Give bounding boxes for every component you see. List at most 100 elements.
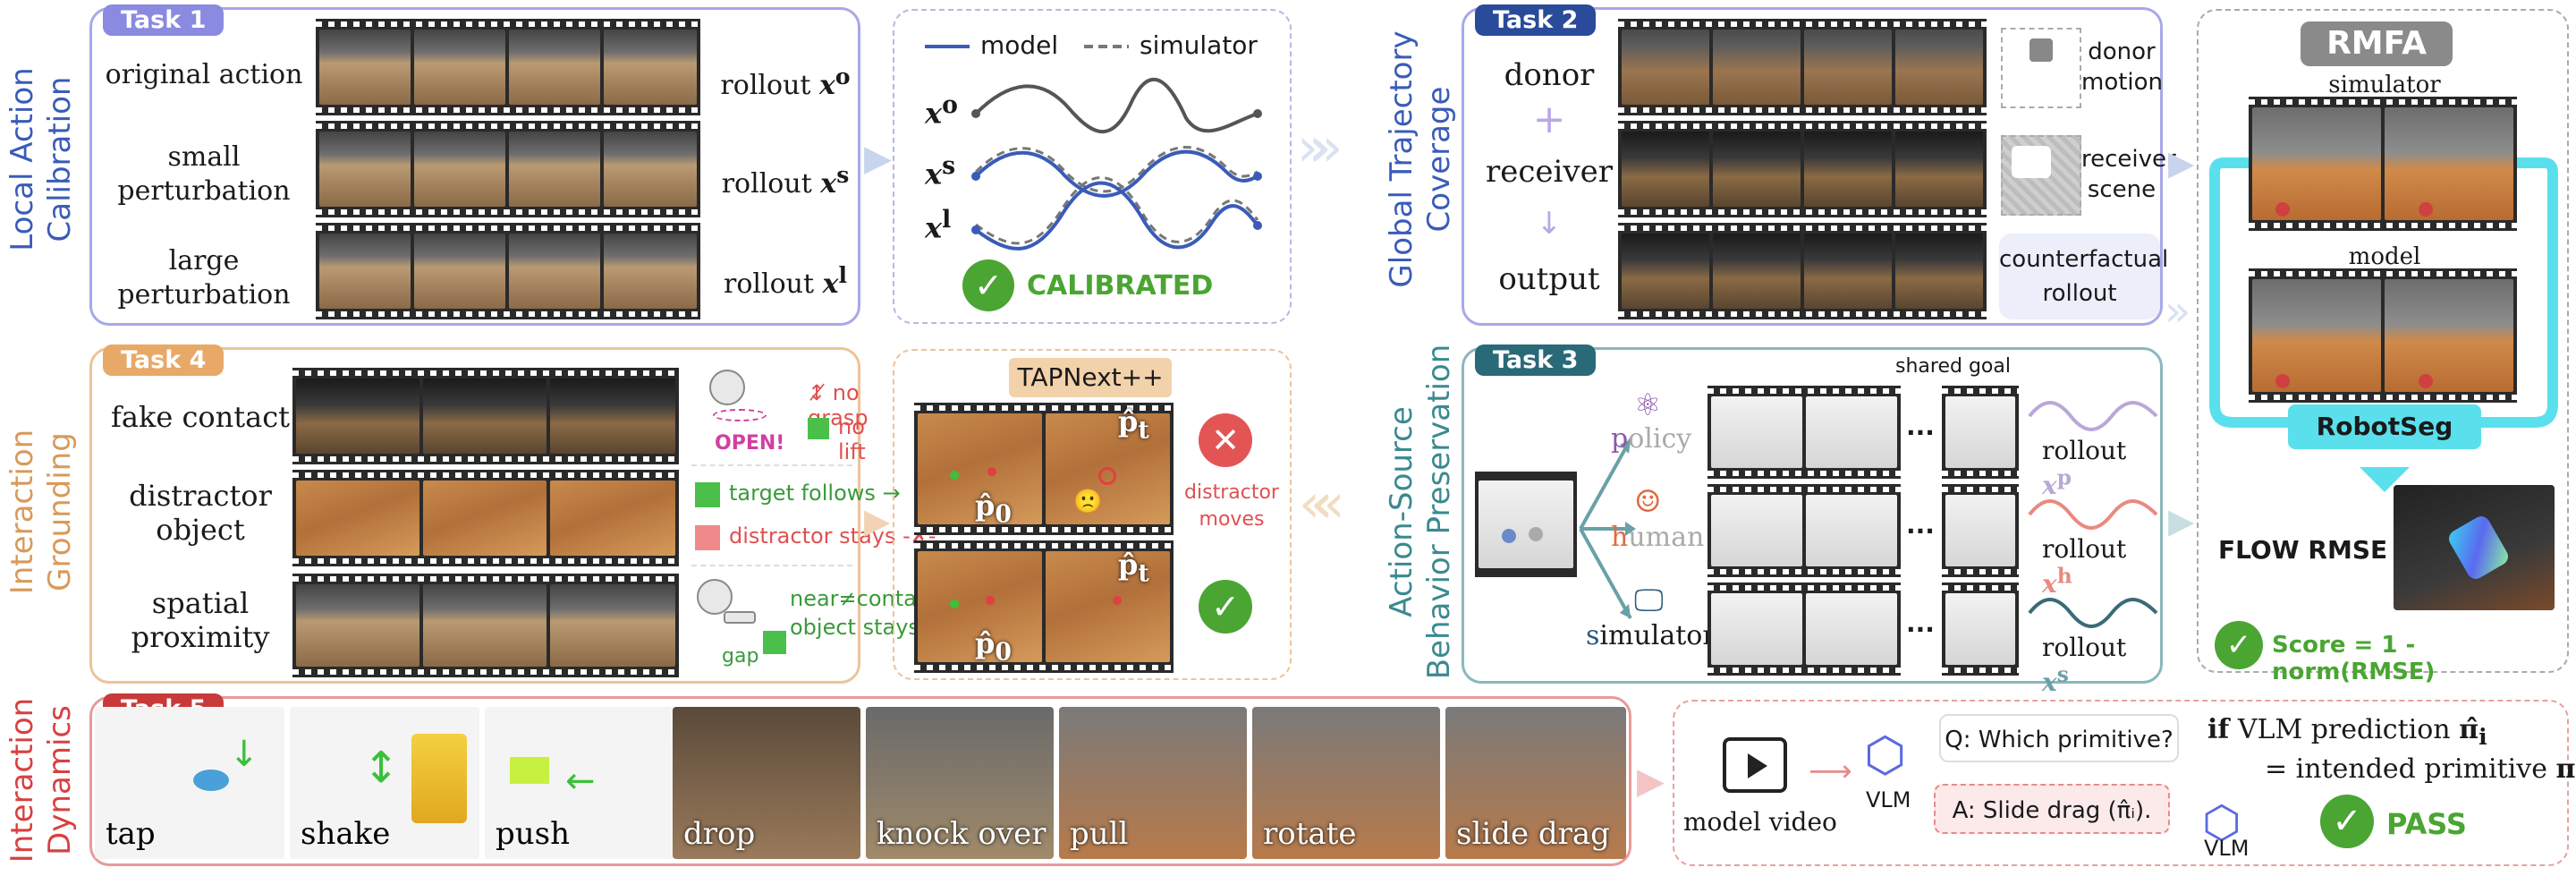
- arrow-video-to-vlm: ⟶: [1809, 753, 1852, 789]
- task4-open-label: OPEN!: [715, 432, 785, 455]
- task4-film-fake: [292, 368, 679, 464]
- task3-rollout-h: rollout xh: [2042, 534, 2127, 600]
- task5-label-shake: shake: [301, 816, 391, 852]
- target-follows-arrow-icon: →: [882, 481, 901, 506]
- curve-s-model: [974, 149, 1258, 198]
- curve-l-start: [971, 225, 980, 234]
- side-label-action-source: Action-Source Behavior Preservation: [1384, 344, 1457, 680]
- tapnext-pt-bottom: p̂t: [1118, 548, 1149, 588]
- rmfa-title: RMFA: [2301, 21, 2453, 66]
- task4-gripper-gap-icon: [688, 579, 786, 668]
- curve-l-end: [1253, 221, 1262, 230]
- tapnext-film-distractor: 🙁: [914, 403, 1174, 535]
- task2-donor: donor: [1504, 57, 1595, 93]
- curve-o: [974, 77, 1258, 134]
- task1-rollout-l: rollout xl: [724, 262, 847, 300]
- task2-tag: Task 2: [1475, 4, 1597, 36]
- rmfa-flow-image: [2394, 485, 2555, 610]
- task3-policy-icon: ⚛: [1634, 387, 1662, 423]
- task3-start-frame: [1475, 472, 1577, 577]
- rmfa-score: Score = 1 - norm(RMSE): [2272, 632, 2436, 685]
- task5-primitive-knock-over: knock over: [866, 707, 1054, 859]
- task4-gap-label: gap: [722, 645, 759, 668]
- task3-film-simulator: [1707, 583, 1901, 676]
- task4-distractor-square-icon: [695, 525, 720, 550]
- task1-label-small: small perturbation: [117, 141, 291, 207]
- task5-label-drop: drop: [683, 816, 756, 852]
- task1-rollout-o: rollout xo: [720, 64, 851, 101]
- curve-o-end: [1253, 109, 1262, 118]
- curve-o-start: [971, 109, 980, 118]
- arrow-task2-to-rmfa: ▶: [2168, 143, 2195, 183]
- calibration-curves: [971, 77, 1262, 251]
- task5-label-tap: tap: [106, 816, 156, 852]
- no-grasp-icon: ↕̸: [808, 380, 833, 405]
- rmfa-film-simulator: [2249, 97, 2517, 231]
- task4-target-follows: target follows →: [729, 481, 901, 506]
- rmfa-score-check-icon: ✓: [2215, 621, 2263, 669]
- chevron-arrows-top: »»: [1297, 116, 1343, 179]
- rmfa-cyan-bracket: [2209, 157, 2558, 492]
- tapnext-sad-emoji-icon: 🙁: [1073, 489, 1103, 515]
- task1-label-large: large perturbation: [117, 245, 291, 310]
- task4-label-fake-contact: fake contact: [111, 400, 290, 434]
- vlm-condition-line2: = intended primitive πi: [2265, 753, 2576, 789]
- tapnext-pass-check-icon: ✓: [1199, 580, 1252, 634]
- task3-film-human: [1707, 484, 1901, 577]
- task5-primitive-slide-drag: slide drag: [1445, 707, 1626, 859]
- vlm-answer: A: Slide drag (π̂ᵢ).: [1934, 784, 2170, 834]
- task5-primitive-push: ← push: [485, 707, 674, 859]
- curve-s-end: [1253, 172, 1262, 181]
- task3-rollout-p: rollout xp: [2042, 436, 2127, 501]
- task5-primitive-tap: ↓ tap: [95, 707, 284, 859]
- vlm-icon-2: ⬡: [2202, 796, 2241, 848]
- vlm-label-2: VLM: [2204, 836, 2250, 861]
- task5-primitive-rotate: rotate: [1252, 707, 1440, 859]
- task3-wave-simulator: [2028, 598, 2158, 628]
- arrow-task1-to-calib: ▶: [864, 138, 892, 179]
- task2-panel: Task 2 donor + receiver ↓ output donor m…: [1462, 4, 2176, 326]
- rmfa-flow-rmse: FLOW RMSE: [2218, 535, 2388, 565]
- tapnext-p0-bottom: p̂0: [975, 626, 1012, 667]
- task3-tag: Task 3: [1475, 344, 1597, 376]
- task5-label-rotate: rotate: [1263, 816, 1357, 852]
- task3-ellipsis-3: ···: [1906, 615, 1935, 644]
- task4-no-lift: no lift: [838, 414, 866, 464]
- tapnext-box: TAPNext++ 🙁 p̂0 p̂t p̂0 p̂t ✕ distractor…: [893, 349, 1292, 680]
- task1-tag: Task 1: [103, 4, 225, 36]
- task3-ellipsis-1: ···: [1906, 418, 1935, 447]
- task4-tag: Task 4: [103, 344, 225, 376]
- task3-branch-arrows: [1579, 438, 1636, 619]
- chevron-arrows-mid: ««: [1299, 472, 1345, 535]
- vlm-label-1: VLM: [1866, 787, 1911, 812]
- task1-film-original: [316, 19, 700, 115]
- calib-curve-label-l: xl: [925, 206, 952, 245]
- calibration-legend-sim-line: [1084, 45, 1129, 48]
- task1-film-small: [316, 121, 700, 217]
- vlm-icon-1: ⬡: [1864, 727, 1907, 783]
- arrow-task3-to-rmfa: ▶: [2168, 501, 2195, 540]
- task3-goal-human: [1942, 484, 2019, 577]
- side-label-global-trajectory-coverage: Global Trajectory Coverage: [1384, 30, 1457, 288]
- vlm-pass-check-icon: ✓: [2320, 795, 2374, 848]
- task4-open-gripper-icon: [691, 370, 781, 445]
- task3-rollout-s: rollout xs: [2042, 633, 2127, 698]
- task1-rollout-s: rollout xs: [721, 162, 850, 200]
- model-video-label: model video: [1683, 807, 1837, 837]
- task4-near-contact: near≠contact object stays!: [790, 586, 937, 640]
- tapnext-p0-top: p̂0: [975, 489, 1012, 529]
- task5-primitive-shake: ↕ shake: [290, 707, 479, 859]
- task4-panel: Task 4 fake contact distractor object sp…: [89, 344, 936, 684]
- vlm-question: Q: Which primitive?: [1939, 714, 2179, 762]
- task5-label-pull: pull: [1070, 816, 1129, 852]
- task3-ellipsis-2: ···: [1906, 516, 1935, 546]
- arrow-task4-to-tapnext: ▶: [864, 501, 891, 540]
- rmfa-simulator-label: simulator: [2328, 72, 2441, 98]
- task3-wave-human: [2028, 499, 2158, 530]
- side-label-local-action-calibration: Local Action Calibration: [4, 67, 78, 251]
- curve-l-sim: [975, 176, 1259, 245]
- task3-wave-policy: [2028, 401, 2158, 431]
- calibration-legend-model-line: [925, 45, 970, 48]
- task2-receiver: receiver: [1486, 154, 1613, 190]
- calib-curve-label-s: xs: [925, 152, 956, 191]
